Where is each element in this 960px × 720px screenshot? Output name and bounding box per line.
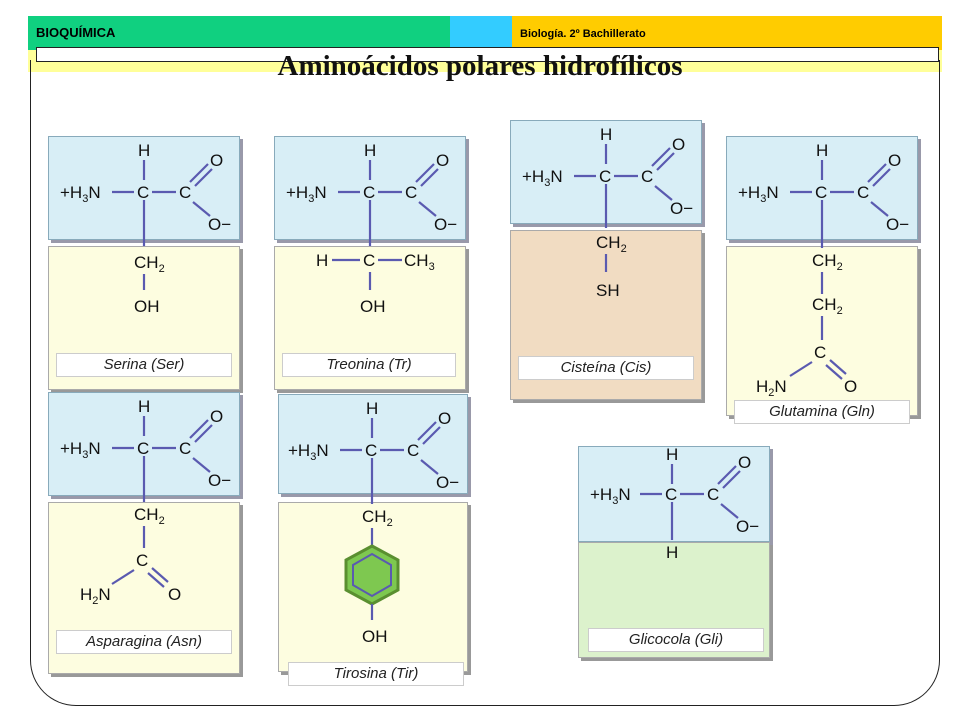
svg-text:O−: O− <box>736 517 759 536</box>
svg-text:O: O <box>438 409 451 428</box>
svg-text:H: H <box>364 141 376 160</box>
slide-frame <box>30 60 940 706</box>
svg-text:H2N: H2N <box>756 377 787 399</box>
svg-text:+H3N: +H3N <box>590 485 631 507</box>
atom-h: H <box>138 141 150 160</box>
svg-text:O: O <box>436 151 449 170</box>
header-bar-course <box>512 16 942 50</box>
svg-text:C: C <box>179 183 191 202</box>
svg-text:O−: O− <box>208 215 231 234</box>
svg-text:H: H <box>600 125 612 144</box>
subject-label: BIOQUÍMICA <box>36 25 116 40</box>
svg-text:C: C <box>137 439 149 458</box>
svg-text:C: C <box>407 441 419 460</box>
label-tirosina: Tirosina (Tir) <box>288 662 464 686</box>
svg-text:CH2: CH2 <box>362 507 393 529</box>
header-bar-accent <box>450 16 512 50</box>
svg-text:CH2: CH2 <box>134 253 165 275</box>
structure-serina: H +H3N C C O O− CH2 OH <box>60 141 231 316</box>
svg-text:+H3N: +H3N <box>60 439 101 461</box>
svg-text:O: O <box>210 407 223 426</box>
svg-text:O: O <box>738 453 751 472</box>
svg-text:O: O <box>888 151 901 170</box>
structure-glicocola: H +H3N C C O O− H <box>590 445 759 562</box>
svg-text:C: C <box>363 251 375 270</box>
svg-text:CH2: CH2 <box>812 251 843 273</box>
structure-asparagina: H +H3N C C O O− CH2 C H2N O <box>60 397 231 607</box>
svg-text:C: C <box>137 183 149 202</box>
structure-cisteina: H +H3N C C O O− CH2 SH <box>522 125 693 300</box>
slide-title: Aminoácidos polares hidrofílicos <box>277 50 683 82</box>
svg-text:H: H <box>316 251 328 270</box>
svg-text:C: C <box>363 183 375 202</box>
svg-text:OH: OH <box>360 297 386 316</box>
svg-text:C: C <box>641 167 653 186</box>
svg-text:C: C <box>599 167 611 186</box>
svg-text:+H3N: +H3N <box>288 441 329 463</box>
svg-text:CH3: CH3 <box>404 251 435 273</box>
svg-text:O: O <box>210 151 223 170</box>
svg-text:O: O <box>844 377 857 396</box>
label-treonina: Treonina (Tr) <box>282 353 456 377</box>
backbone-panel-glicocola <box>578 446 770 542</box>
course-label: Biología. 2º Bachillerato <box>520 28 646 40</box>
label-asparagina: Asparagina (Asn) <box>56 630 232 654</box>
label-cisteina: Cisteína (Cis) <box>518 356 694 380</box>
svg-text:C: C <box>815 183 827 202</box>
structure-tirosina: H +H3N C C O O− CH2 OH <box>288 399 459 646</box>
svg-text:C: C <box>136 551 148 570</box>
label-glutamina: Glutamina (Gln) <box>734 400 910 424</box>
svg-text:OH: OH <box>362 627 388 646</box>
svg-text:CH2: CH2 <box>812 295 843 317</box>
svg-text:H: H <box>816 141 828 160</box>
svg-text:SH: SH <box>596 281 620 300</box>
svg-text:C: C <box>814 343 826 362</box>
svg-text:H: H <box>366 399 378 418</box>
svg-text:OH: OH <box>134 297 160 316</box>
svg-text:H2N: H2N <box>80 585 111 607</box>
svg-text:C: C <box>857 183 869 202</box>
svg-text:+H3N: +H3N <box>738 183 779 205</box>
svg-text:CH2: CH2 <box>596 233 627 255</box>
svg-text:O−: O− <box>434 215 457 234</box>
svg-text:+H3N: +H3N <box>286 183 327 205</box>
header-inner-box <box>36 47 939 62</box>
svg-text:O: O <box>168 585 181 604</box>
svg-text:C: C <box>707 485 719 504</box>
header-bar-subject <box>28 16 450 50</box>
svg-text:H: H <box>666 543 678 562</box>
svg-text:C: C <box>405 183 417 202</box>
svg-text:+H3N: +H3N <box>60 183 101 205</box>
label-glicocola: Glicocola (Gli) <box>588 628 764 652</box>
svg-text:C: C <box>179 439 191 458</box>
svg-text:H: H <box>138 397 150 416</box>
svg-text:O−: O− <box>208 471 231 490</box>
label-serina: Serina (Ser) <box>56 353 232 377</box>
svg-text:O: O <box>672 135 685 154</box>
svg-text:C: C <box>365 441 377 460</box>
svg-text:CH2: CH2 <box>134 505 165 527</box>
svg-text:+H3N: +H3N <box>522 167 563 189</box>
svg-text:O−: O− <box>670 199 693 218</box>
structure-glutamina: H +H3N C C O O− CH2 CH2 C H2N O <box>738 141 909 399</box>
svg-text:C: C <box>665 485 677 504</box>
svg-text:O−: O− <box>886 215 909 234</box>
svg-text:O−: O− <box>436 473 459 492</box>
svg-text:H: H <box>666 445 678 464</box>
structure-treonina: H +H3N C C O O− H C CH3 OH <box>286 141 457 316</box>
